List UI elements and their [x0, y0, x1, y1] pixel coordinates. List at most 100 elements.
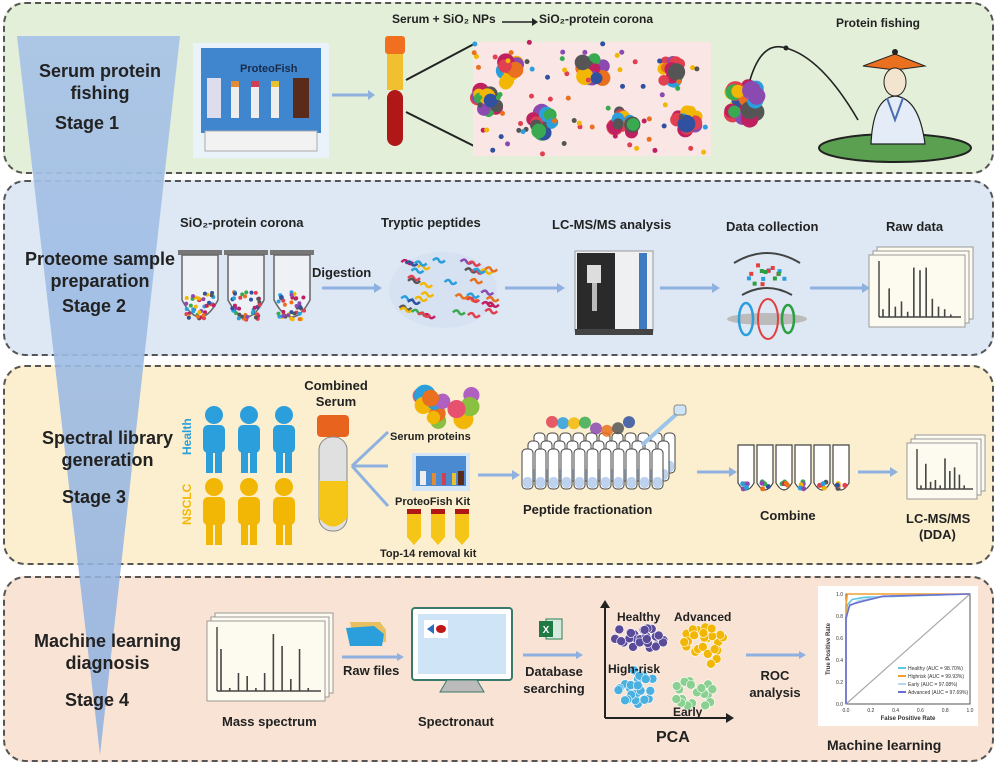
free-protein [632, 59, 638, 65]
peptide [406, 298, 421, 306]
free-protein [540, 128, 546, 134]
stage-4-title: Machine learning diagnosis [33, 631, 182, 673]
fraction-well [625, 448, 638, 490]
pca-point-advanced [706, 659, 716, 669]
free-protein [627, 142, 633, 148]
roc-x-tick: 0.4 [892, 708, 899, 714]
pca-point-high-risk [639, 694, 650, 705]
combined-serum-tube [317, 415, 349, 532]
digestion-label: Digestion [312, 265, 372, 280]
free-protein [701, 149, 707, 155]
arrow-kit-to-fractionation [478, 470, 520, 480]
fisherman-illustration [818, 49, 972, 163]
free-protein [605, 105, 611, 111]
roc-y-label: True Positive Rate [826, 622, 832, 675]
peptide [472, 267, 486, 275]
ion-dot [746, 276, 751, 281]
ion-dot [782, 276, 787, 281]
peptide [466, 296, 481, 304]
pca-point-early [671, 681, 682, 691]
peptide [484, 266, 499, 273]
serum-proteins-blob [412, 384, 480, 430]
data-collection-illustration [727, 252, 807, 340]
roc-y-tick: 0.8 [836, 614, 843, 620]
stage-1-title: Serum protein fishing [38, 61, 162, 103]
free-protein [560, 49, 566, 55]
peptide [452, 309, 466, 316]
top14-removal-columns [407, 509, 469, 545]
pca-point-advanced [706, 623, 717, 634]
person-icon [238, 406, 260, 473]
ion-dot [756, 263, 761, 268]
mass-spectrum-stack [206, 612, 334, 702]
ion-dot [776, 271, 781, 276]
free-protein [526, 39, 532, 45]
health-people-icons [203, 406, 295, 473]
peptide-cluster [546, 415, 558, 428]
free-protein [497, 92, 503, 98]
ion-dot [749, 271, 754, 276]
dda-spectrum-chart [906, 434, 986, 500]
free-protein [589, 124, 595, 130]
free-protein [702, 124, 708, 130]
step-label-mass-spectrum: Mass spectrum [222, 714, 317, 729]
free-protein [614, 52, 620, 58]
group-label-nsclc: NSCLC [180, 483, 194, 525]
free-protein [617, 67, 623, 73]
svg-text:X: X [543, 625, 550, 636]
free-protein [619, 49, 625, 55]
peptide [410, 267, 425, 274]
arrow-roc [746, 651, 806, 659]
pca-point-high-risk [640, 674, 651, 684]
free-protein [505, 58, 511, 64]
corona-particle [495, 53, 525, 90]
peptide [485, 301, 500, 309]
roc-y-tick: 1.0 [836, 592, 843, 598]
combine-tube [756, 444, 774, 492]
corona-particle [606, 106, 641, 139]
step-label-lcms: LC-MS/MS analysis [552, 217, 672, 232]
peptide [467, 260, 482, 267]
arrow-database [523, 651, 583, 659]
roc-legend-label: Healthy (AUC = 98.70%) [908, 666, 963, 672]
roc-legend-label: Early (AUC = 97.08%) [908, 682, 958, 688]
peptide [420, 291, 435, 298]
fraction-well [560, 448, 573, 490]
step-label-combine: Combine [760, 508, 816, 523]
step-label-database-searching: Database searching [523, 664, 585, 696]
serum-protein [426, 410, 441, 425]
free-protein [634, 145, 640, 151]
pca-point-healthy [639, 625, 650, 635]
peptide [413, 260, 428, 267]
pca-point-advanced [698, 642, 708, 652]
ion-dot [766, 268, 771, 273]
branch-label-top14: Top-14 removal kit [380, 548, 477, 560]
roc-legend-label: Highrisk (AUC = 99.93%) [908, 674, 964, 680]
arrow-to-dda [858, 467, 898, 477]
proteofish-kit-box [193, 43, 329, 158]
peptide [479, 268, 494, 275]
free-protein [646, 136, 652, 142]
person-icon [203, 406, 225, 473]
step-label-lcms-dda: LC-MS/MS [906, 511, 971, 526]
free-protein [612, 133, 618, 139]
arrow-to-data-collection [660, 283, 720, 293]
pca-point-healthy [614, 624, 625, 635]
step-label-roc-analysis: ROC analysis [749, 668, 801, 700]
peptide [414, 295, 428, 303]
eppendorf-tube [178, 250, 222, 321]
roc-x-label: False Positive Rate [881, 716, 936, 722]
free-protein [484, 127, 490, 133]
step-label-pca: PCA [656, 729, 690, 746]
pca-point-high-risk [633, 680, 643, 691]
combine-tubes [737, 444, 850, 492]
step-label-data-collection: Data collection [726, 219, 819, 234]
branch-label-serum-proteins: Serum proteins [390, 431, 471, 443]
pca-point-advanced [689, 630, 699, 641]
free-protein [477, 102, 483, 108]
free-protein [551, 118, 557, 124]
roc-curve [845, 593, 971, 704]
free-protein [678, 114, 684, 120]
ion-dot [759, 269, 764, 274]
arrow-digestion [322, 283, 382, 293]
